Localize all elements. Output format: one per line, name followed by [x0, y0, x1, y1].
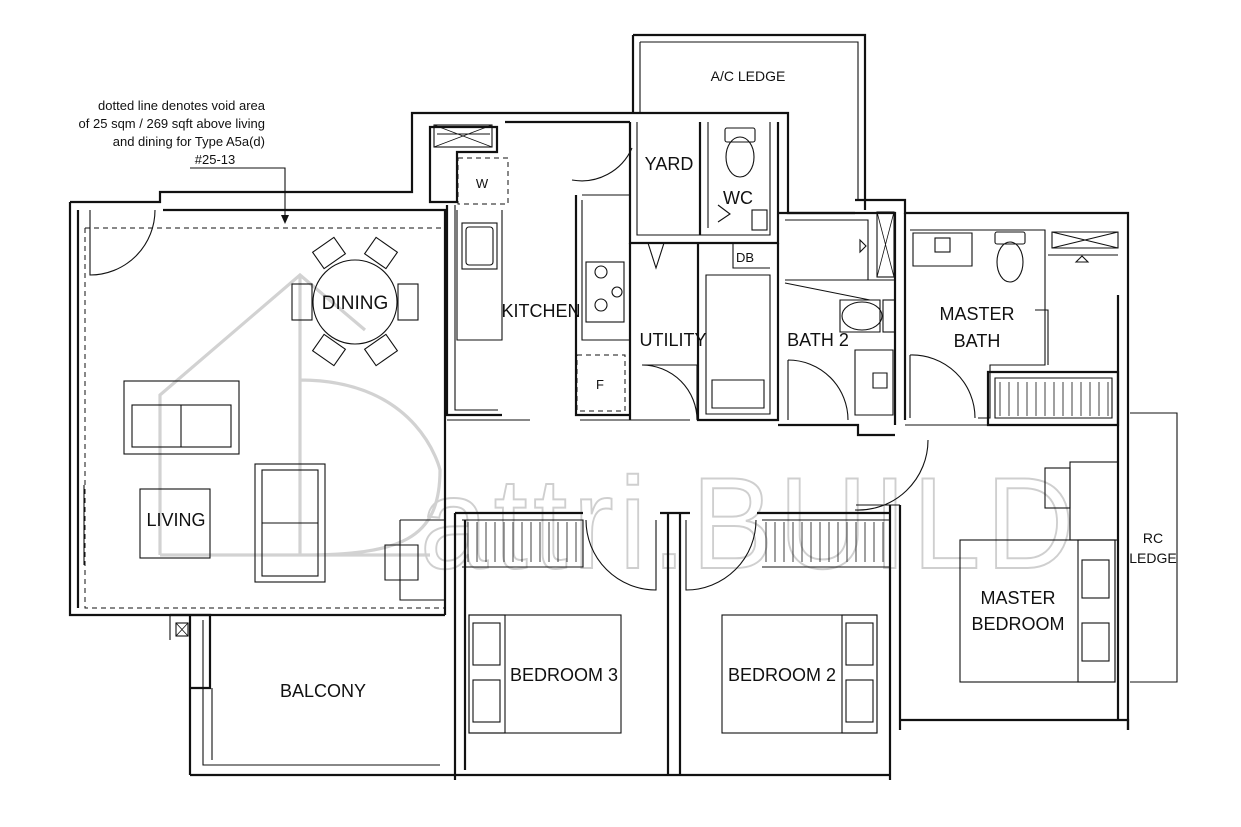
note-leader-line: [190, 167, 286, 222]
label-w: W: [476, 176, 489, 191]
wardrobe-hatching: [467, 382, 1109, 562]
void-area-note: dotted line denotes void area of 25 sqm …: [79, 98, 266, 167]
label-living: LIVING: [146, 510, 205, 530]
tv-console: [384, 519, 445, 601]
label-balcony: BALCONY: [280, 681, 366, 701]
label-rc-ledge-line-2: LEDGE: [1129, 550, 1176, 566]
label-master-bedroom-line-1: MASTER: [980, 588, 1055, 608]
label-bath-2: BATH 2: [787, 330, 849, 350]
outer-walls: [68, 33, 1178, 780]
label-bedroom-3: BEDROOM 3: [510, 665, 618, 685]
label-wc: WC: [723, 188, 753, 208]
dining-chairs: [291, 236, 419, 367]
label-ac-ledge: A/C LEDGE: [711, 68, 786, 84]
label-master-bath-line-2: BATH: [954, 331, 1001, 351]
note-line-3: and dining for Type A5a(d): [113, 134, 265, 149]
room-labels: A/C LEDGE YARD WC DB W F DINING KITCHEN …: [146, 68, 1176, 701]
label-kitchen: KITCHEN: [501, 301, 580, 321]
void-area-dotted-line: [84, 227, 445, 609]
fridge: [576, 354, 626, 412]
watermark-house-icon: [158, 272, 442, 557]
sofa: [123, 380, 326, 583]
doors: [83, 147, 976, 760]
refuse-chute: [175, 622, 189, 637]
furniture: [123, 124, 1119, 734]
label-master-bedroom-line-2: BEDROOM: [971, 614, 1064, 634]
beds: [468, 461, 1119, 734]
watermark: attri.BUILD: [158, 272, 1080, 597]
note-line-4: #25-13: [195, 152, 235, 167]
watermark-text: attri.BUILD: [420, 450, 1080, 596]
label-yard: YARD: [645, 154, 694, 174]
dining-table: [312, 259, 398, 345]
label-db: DB: [736, 250, 754, 265]
label-rc-ledge-line-1: RC: [1143, 530, 1163, 546]
label-dining: DINING: [322, 293, 389, 314]
label-utility: UTILITY: [639, 330, 706, 350]
label-master-bath-line-1: MASTER: [939, 304, 1014, 324]
note-line-1: dotted line denotes void area: [98, 98, 266, 113]
label-bedroom-2: BEDROOM 2: [728, 665, 836, 685]
washer: [457, 157, 509, 205]
note-line-2: of 25 sqm / 269 sqft above living: [79, 116, 265, 131]
interior-walls: [428, 122, 1120, 568]
label-f: F: [596, 377, 604, 392]
